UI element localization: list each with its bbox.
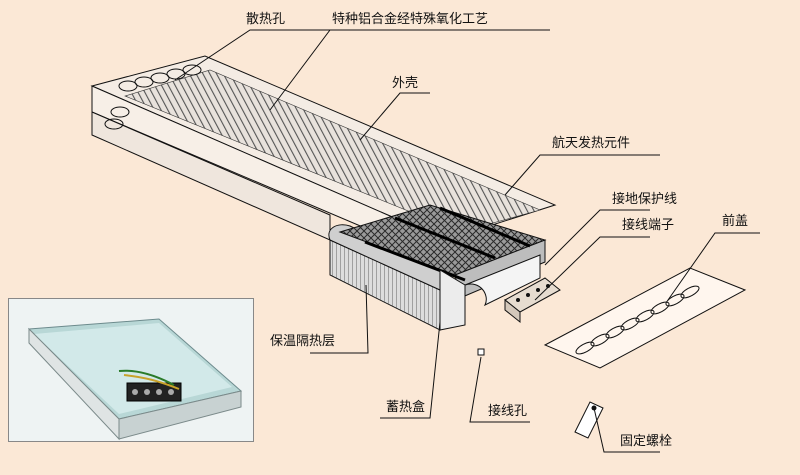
terminal-block	[504, 277, 561, 324]
front-cover	[543, 267, 747, 369]
wiring-hole	[477, 348, 485, 356]
leader-lines	[174, 29, 760, 453]
product-photo-inset	[8, 298, 254, 442]
heat-storage-box	[439, 254, 541, 331]
housing-shell	[90, 55, 557, 263]
label-wiring-hole: 接线孔	[488, 404, 528, 419]
label-insulation-layer: 保温隔热层	[270, 334, 336, 349]
label-vent-holes: 散热孔	[246, 12, 286, 27]
label-anodized-aluminum: 特种铝合金经特殊氧化工艺	[332, 12, 489, 27]
label-housing: 外壳	[392, 76, 419, 91]
label-ground-wire: 接地保护线	[612, 192, 678, 207]
label-terminal-block: 接线端子	[622, 218, 675, 233]
label-heating-element: 航天发热元件	[552, 136, 631, 151]
label-fixing-screw: 固定螺栓	[620, 434, 673, 449]
label-heat-storage-box: 蓄热盒	[386, 400, 426, 415]
fixing-screw	[574, 401, 604, 439]
label-front-cover: 前盖	[722, 214, 749, 229]
